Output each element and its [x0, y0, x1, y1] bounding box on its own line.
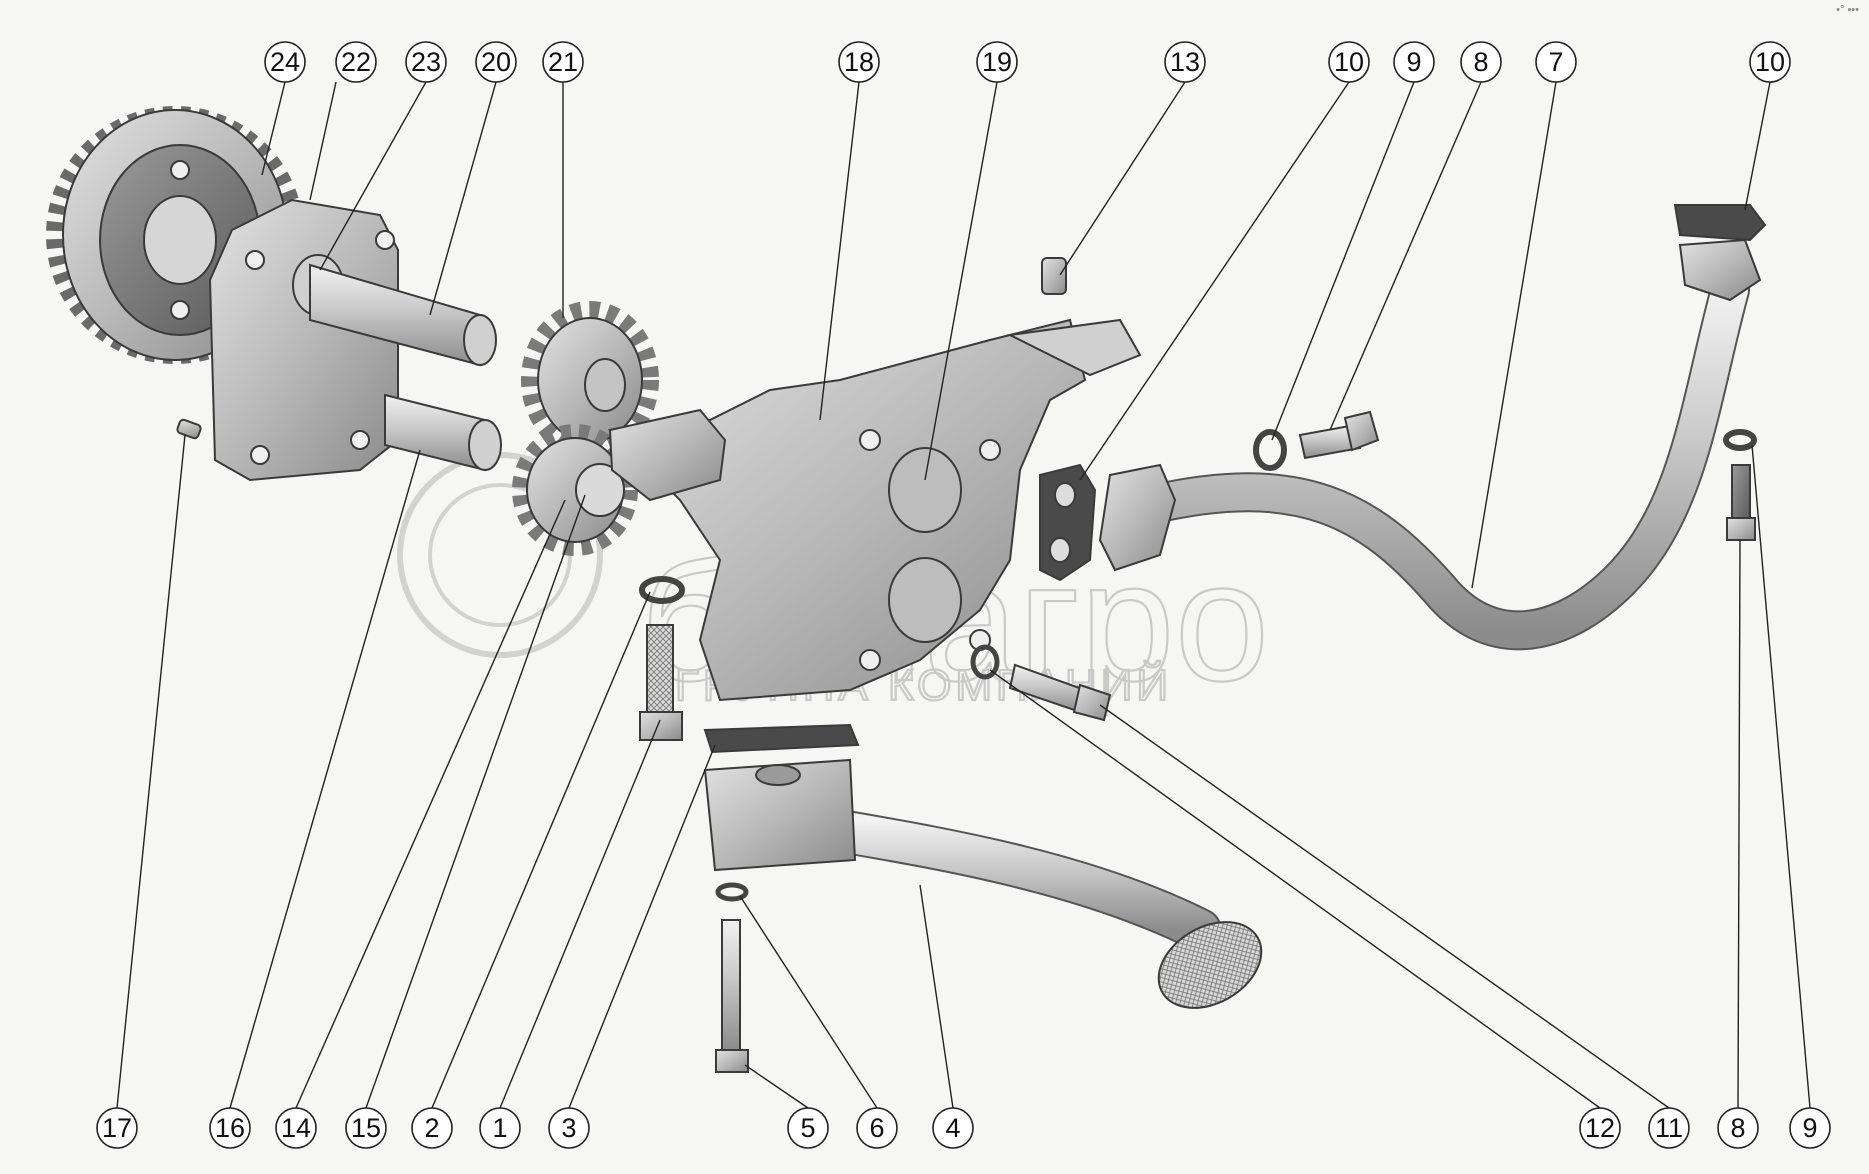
callout-label: 6: [869, 1113, 884, 1143]
callout-label: 15: [351, 1113, 381, 1143]
callout-label: 9: [1406, 47, 1421, 77]
callout: 2: [411, 1107, 453, 1149]
callout-label: 21: [548, 47, 578, 77]
delivery-pipe-part-7: [1098, 238, 1762, 651]
callout-label: 13: [1170, 47, 1200, 77]
callout-label: 10: [1755, 47, 1785, 77]
callout: 6: [856, 1107, 898, 1149]
callout: 10: [1749, 41, 1791, 83]
shaft-part-20: [309, 263, 497, 367]
callout: 1: [479, 1107, 521, 1149]
callout-label: 5: [800, 1113, 815, 1143]
filter-bolt-part-1: [639, 624, 683, 741]
washer-part-12: [970, 644, 1000, 680]
callout: 12: [1579, 1107, 1621, 1149]
callout-label: 11: [1655, 1113, 1683, 1143]
callout: 23: [405, 41, 447, 83]
callout: 8: [1717, 1107, 1759, 1149]
callout-label: 10: [1334, 47, 1364, 77]
shaft-part-14: [384, 393, 502, 472]
callout-label: 24: [270, 47, 300, 77]
bolt-part-8-upper: [1298, 410, 1380, 460]
callout: 19: [976, 41, 1018, 83]
callout: 11: [1648, 1107, 1690, 1149]
gasket-part-10-right: [1673, 204, 1767, 242]
callout-label: 12: [1585, 1113, 1615, 1143]
callout-label: 16: [215, 1113, 245, 1143]
callout: 5: [787, 1107, 829, 1149]
callout: 14: [275, 1107, 317, 1149]
callout-label: 2: [424, 1113, 439, 1143]
callout: 9: [1789, 1107, 1831, 1149]
bolt-part-11: [1008, 663, 1112, 722]
callout: 15: [345, 1107, 387, 1149]
callout-label: 14: [281, 1113, 311, 1143]
bolt-part-8-right: [1726, 464, 1756, 541]
bracket-part-15: [608, 408, 727, 502]
leader-lines: [116, 81, 1811, 1109]
callout: 22: [335, 41, 377, 83]
callout: 10: [1328, 41, 1370, 83]
pump-gear-part-16: [512, 424, 638, 556]
callout: 21: [542, 41, 584, 83]
washer-part-9-upper: [1253, 429, 1287, 471]
callout-label: 9: [1802, 1113, 1817, 1143]
callout-label: 19: [982, 47, 1012, 77]
corner-mark: •° •••: [1836, 4, 1859, 16]
callout: 13: [1164, 41, 1206, 83]
callout-label: 7: [1548, 47, 1563, 77]
callout-label: 8: [1730, 1113, 1745, 1143]
pump-housing-part-18: [607, 318, 1142, 702]
callout-label: 1: [492, 1113, 507, 1143]
callout-label: 20: [481, 47, 511, 77]
gasket-part-3: [703, 723, 860, 754]
callout: 9: [1393, 41, 1435, 83]
callout-label: 8: [1473, 47, 1488, 77]
suction-pipe-part-4: [703, 758, 1263, 1009]
callout: 24: [264, 41, 306, 83]
gasket-part-10-center: [1039, 463, 1097, 582]
callout-label: 3: [561, 1113, 576, 1143]
callout: 8: [1460, 41, 1502, 83]
callout-label: 4: [945, 1113, 960, 1143]
callout: 20: [475, 41, 517, 83]
pin-part-17: [176, 418, 202, 440]
pump-gear-part-21: [521, 301, 659, 459]
washer-part-2: [639, 576, 685, 604]
callouts: 24 22 23 20 21 18 19 13 10 9 8 7 10 17 1…: [96, 41, 1831, 1149]
callout: 7: [1535, 41, 1577, 83]
callout-label: 23: [411, 47, 441, 77]
callout-label: 18: [844, 47, 874, 77]
sleeve-part-13: [1041, 257, 1067, 295]
washer-part-6: [715, 882, 749, 902]
washer-part-9-right: [1723, 429, 1757, 451]
callout-label: 22: [341, 47, 371, 77]
pump-cover-part-22: [208, 198, 399, 482]
callout: 3: [548, 1107, 590, 1149]
bolt-part-5: [715, 919, 749, 1073]
callout: 4: [932, 1107, 974, 1149]
callout-label: 17: [102, 1113, 132, 1143]
callout: 18: [838, 41, 880, 83]
callout: 16: [209, 1107, 251, 1149]
callout: 17: [96, 1107, 138, 1149]
